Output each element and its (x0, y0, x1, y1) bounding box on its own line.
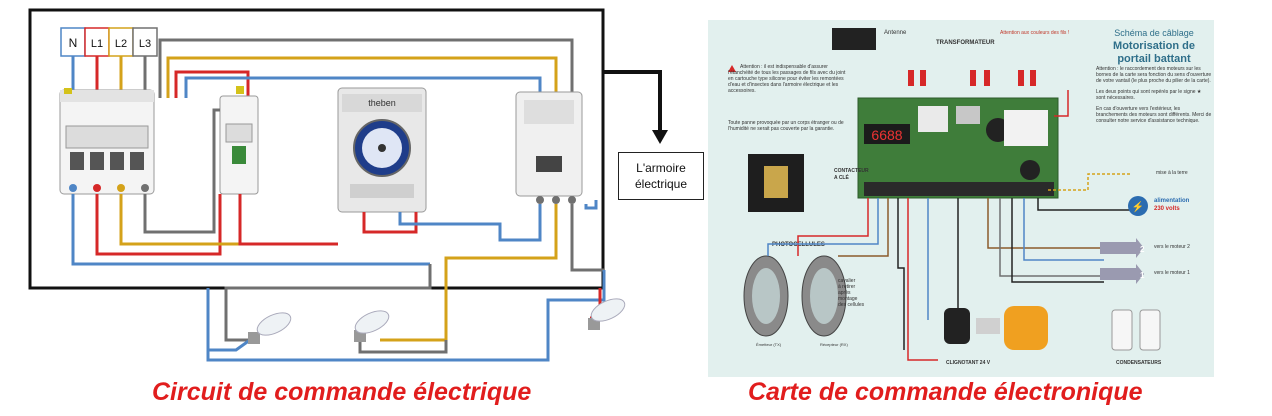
moteur2-label: vers le moteur 2 (1154, 244, 1190, 250)
svg-text:1: 1 (1140, 271, 1145, 280)
emetteur-label: Émetteur (TX) (756, 342, 782, 347)
photocells: PHOTOCELLULES Émetteur (TX) Récepteur (R… (743, 242, 865, 347)
svg-text:après: après (838, 290, 851, 296)
power-supply-icon: ⚡ (1128, 196, 1148, 216)
flasher-label: CLIGNOTANT 24 V (946, 360, 991, 366)
note2: Les deux points qui sont repérés par le … (1096, 89, 1202, 101)
panne-text: Toute panne provoquée par un corps étran… (728, 120, 844, 132)
svg-text:des cellules: des cellules (838, 302, 865, 308)
lamp-wires (206, 264, 606, 362)
title-line3: portail battant (1117, 53, 1191, 65)
warning-block: Attention : il est indispensable d'assur… (728, 64, 846, 132)
note1: Attention : le raccordement des moteurs … (1096, 66, 1212, 84)
motor-arrows: 2 vers le moteur 2 1 vers le moteur 1 (1100, 238, 1190, 284)
antenna-label: Antenne (884, 30, 907, 36)
attention-text: Attention : il est indispensable d'assur… (728, 64, 846, 94)
control-pcb: 6688 (857, 97, 1059, 199)
moteur1-label: vers le moteur 1 (1154, 270, 1190, 276)
main-circuit-breaker (59, 88, 155, 195)
svg-text:2: 2 (1140, 245, 1145, 254)
armoire-label: L'armoire électrique (618, 152, 704, 200)
flasher-light: CLIGNOTANT 24 V (944, 306, 1048, 366)
lamp-1 (248, 312, 292, 344)
pcb-display: 6688 (871, 127, 902, 143)
svg-text:⚡: ⚡ (1132, 200, 1144, 213)
key-switch: CONTACTEUR A CLÉ (748, 154, 869, 212)
control-circuit-breaker (219, 86, 259, 195)
contacteur-line1: CONTACTEUR (834, 168, 869, 174)
feed-wires (71, 56, 147, 92)
upper-bus-wires (158, 38, 574, 98)
power-label-line2: 230 volts (1154, 206, 1180, 212)
cavalier-note: cavalier à retirer après montage des cel… (838, 278, 865, 308)
power-label-line1: alimentation (1154, 198, 1190, 204)
board-wires (767, 90, 1138, 361)
electronic-board-diagram: Schéma de câblage Motorisation de portai… (708, 20, 1214, 377)
armoire-label-line2: électrique (634, 177, 688, 191)
lamp-3 (588, 298, 626, 330)
fuse-warning: Attention aux couleurs des fils ! (1000, 30, 1069, 36)
terminal-n: N (69, 36, 78, 50)
timer-brand: theben (368, 98, 396, 108)
title-line2: Motorisation de (1113, 40, 1195, 52)
transformer-label: TRANSFORMATEUR (936, 40, 995, 46)
control-wires (71, 108, 604, 342)
armoire-label-line1: L'armoire (636, 161, 686, 175)
antenna-connector (832, 28, 876, 50)
capacitors: CONDENSATEURS (1111, 309, 1162, 366)
armoire-arrow (603, 70, 662, 132)
terminal-l1: L1 (91, 38, 103, 50)
earth-label: mise à la terre (1156, 170, 1188, 176)
capacitors-label: CONDENSATEURS (1116, 360, 1162, 366)
title-line1: Schéma de câblage (1114, 28, 1194, 38)
caption-right: Carte de commande électronique (748, 378, 1143, 406)
svg-text:montage: montage (838, 296, 858, 302)
transformer-plugs (908, 70, 1036, 86)
theben-timer: theben (337, 87, 427, 213)
recepteur-label: Récepteur (RX) (820, 342, 848, 347)
terminal-labels: N L1 L2 L3 (60, 27, 158, 57)
armoire-arrowhead (652, 130, 668, 144)
contacteur-line2: A CLÉ (834, 173, 849, 181)
lamp-2 (354, 310, 390, 342)
note3: En cas d'ouverture vers l'extérieur, les… (1096, 106, 1212, 124)
svg-text:à retirer: à retirer (838, 284, 856, 290)
terminal-l3: L3 (139, 38, 151, 50)
terminal-l2: L2 (115, 38, 127, 50)
contactor (515, 91, 583, 204)
electrical-circuit-diagram: N L1 L2 L3 (28, 8, 668, 362)
caption-left: Circuit de commande électrique (152, 378, 532, 406)
svg-text:cavalier: cavalier (838, 278, 856, 284)
right-notes: Attention : le raccordement des moteurs … (1096, 66, 1212, 124)
